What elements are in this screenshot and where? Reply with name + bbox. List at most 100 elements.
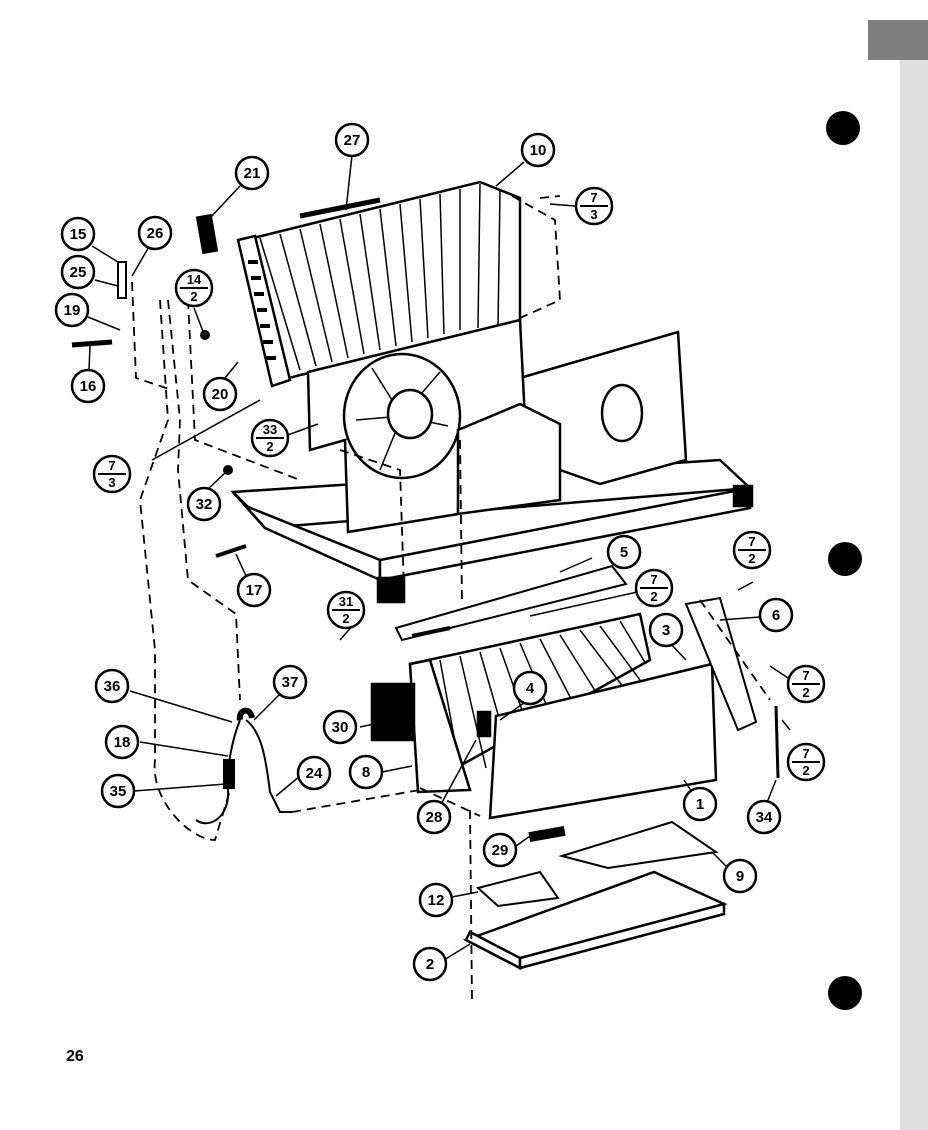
- ref-callout-7-2-a: 72: [732, 530, 772, 570]
- ref-7-3-top-denominator: 3: [590, 207, 597, 222]
- callout-32: 32: [186, 486, 222, 522]
- callout-29-label: 29: [492, 842, 509, 859]
- callout-26-label: 26: [147, 225, 164, 242]
- callout-5: 5: [606, 534, 642, 570]
- ref-callout-31-2: 312: [326, 590, 366, 630]
- callout-1: 1: [682, 786, 718, 822]
- callout-34-label: 34: [756, 809, 773, 826]
- callout-16: 16: [70, 368, 106, 404]
- callout-24-label: 24: [306, 765, 323, 782]
- callout-35-label: 35: [110, 783, 127, 800]
- callout-1-label: 1: [696, 796, 704, 813]
- callout-12: 12: [418, 882, 454, 918]
- callout-15-label: 15: [70, 226, 87, 243]
- ref-callout-14-2: 142: [174, 268, 214, 308]
- callout-27-label: 27: [344, 132, 361, 149]
- callout-21-label: 21: [244, 165, 261, 182]
- ref-7-2-d-denominator: 2: [802, 763, 809, 778]
- callout-37: 37: [272, 664, 308, 700]
- callout-25-label: 25: [70, 264, 87, 281]
- scan-edge-noise: [868, 20, 928, 1130]
- ref-callout-7-2-b: 72: [634, 568, 674, 608]
- dashed-assembly-lines: [131, 195, 771, 1001]
- part-callouts: 1 2 3 4 5 6 8 9 10 12 15 16 17 18 19 20 …: [54, 122, 794, 982]
- binder-holes: [826, 111, 862, 1010]
- ref-14-2-denominator: 2: [190, 289, 197, 304]
- callout-18: 18: [104, 724, 140, 760]
- callout-34: 34: [746, 799, 782, 835]
- condenser-coil: [236, 180, 522, 388]
- callout-16-label: 16: [80, 378, 97, 395]
- ref-7-2-b-numerator: 7: [650, 572, 657, 587]
- ref-callout-7-2-c: 72: [786, 664, 826, 704]
- callout-17: 17: [236, 572, 272, 608]
- ref-31-2-denominator: 2: [342, 611, 349, 626]
- callout-36: 36: [94, 668, 130, 704]
- callout-9-label: 9: [736, 868, 744, 885]
- tubing: [195, 707, 292, 825]
- ref-7-2-c-numerator: 7: [802, 668, 809, 683]
- callout-4-label: 4: [526, 680, 535, 697]
- top-baffle: [394, 564, 628, 642]
- small-parts-left: [71, 213, 247, 558]
- callout-28: 28: [416, 799, 452, 835]
- ref-callout-33-2: 332: [250, 418, 290, 458]
- ref-7-2-c-denominator: 2: [802, 685, 809, 700]
- side-bracket: [684, 596, 780, 779]
- callout-6: 6: [758, 597, 794, 633]
- fan-shroud: [306, 318, 562, 534]
- callout-19-label: 19: [64, 302, 81, 319]
- callout-15: 15: [60, 216, 96, 252]
- binder-hole-top: [826, 111, 860, 145]
- callout-21: 21: [234, 155, 270, 191]
- ref-7-3-top-numerator: 7: [590, 190, 597, 205]
- ref-7-3-left-numerator: 7: [108, 458, 115, 473]
- ref-7-2-a-denominator: 2: [748, 551, 755, 566]
- callout-10-label: 10: [530, 142, 547, 159]
- callout-32-label: 32: [196, 496, 213, 513]
- ref-7-3-left-denominator: 3: [108, 475, 115, 490]
- callout-5-label: 5: [620, 544, 628, 561]
- callout-35: 35: [100, 773, 136, 809]
- callout-26: 26: [137, 215, 173, 251]
- callout-10: 10: [520, 132, 556, 168]
- callout-17-label: 17: [246, 582, 263, 599]
- callout-25: 25: [60, 254, 96, 290]
- callout-2-label: 2: [426, 956, 434, 973]
- callout-29: 29: [482, 832, 518, 868]
- ref-33-2-denominator: 2: [266, 439, 273, 454]
- callout-3-label: 3: [662, 622, 670, 639]
- callout-9: 9: [722, 858, 758, 894]
- insulation-pads: [475, 820, 719, 908]
- ref-callout-7-3-top: 73: [574, 186, 614, 226]
- ref-callout-7-2-d: 72: [786, 742, 826, 782]
- leader-lines: [87, 154, 791, 961]
- drain-pan: [462, 870, 728, 971]
- callout-20-label: 20: [212, 386, 229, 403]
- page-number: 26: [66, 1048, 84, 1065]
- ref-33-2-numerator: 33: [263, 422, 277, 437]
- callout-12-label: 12: [428, 892, 445, 909]
- callout-20: 20: [202, 376, 238, 412]
- callout-27: 27: [334, 122, 370, 158]
- callout-30: 30: [322, 709, 358, 745]
- ref-7-2-d-numerator: 7: [802, 746, 809, 761]
- callout-8-label: 8: [362, 764, 370, 781]
- callout-6-label: 6: [772, 607, 780, 624]
- ref-7-2-a-numerator: 7: [748, 534, 755, 549]
- partition-bulkhead: [518, 330, 688, 486]
- callout-2: 2: [412, 946, 448, 982]
- ref-7-2-b-denominator: 2: [650, 589, 657, 604]
- binder-hole-bottom: [828, 976, 862, 1010]
- callout-19: 19: [54, 292, 90, 328]
- binder-hole-middle: [828, 542, 862, 576]
- front-panel: [476, 662, 718, 820]
- callout-18-label: 18: [114, 734, 131, 751]
- callout-30-label: 30: [332, 719, 349, 736]
- callout-28-label: 28: [426, 809, 443, 826]
- reference-callouts: 73 142 73 332 72 72 312 72 72: [92, 186, 826, 782]
- callout-36-label: 36: [104, 678, 121, 695]
- callout-37-label: 37: [282, 674, 299, 691]
